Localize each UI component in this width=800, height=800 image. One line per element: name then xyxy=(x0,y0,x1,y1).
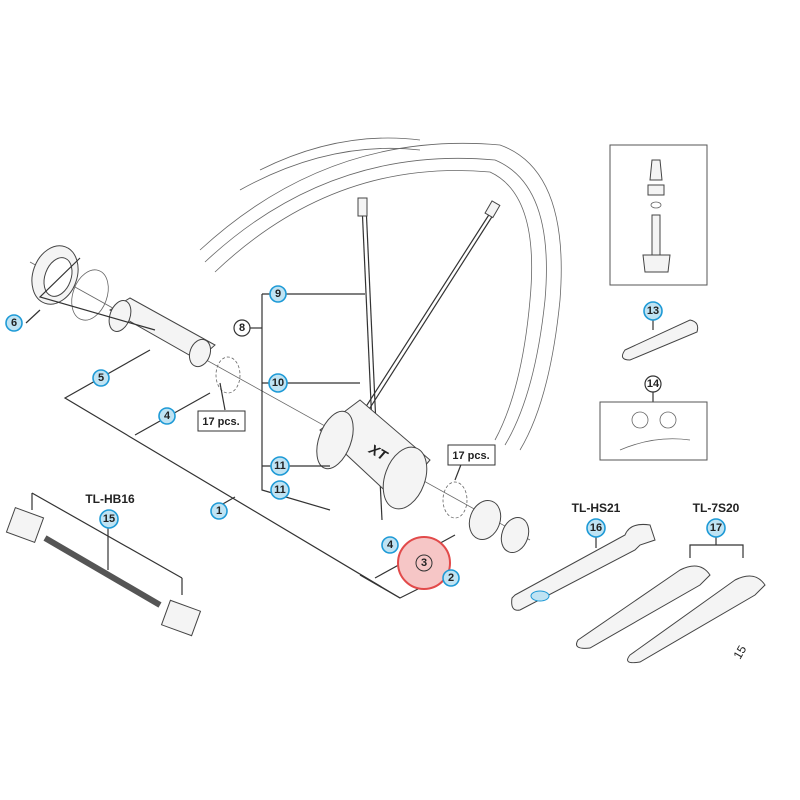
ball-bearings-left xyxy=(215,356,241,394)
callout-15[interactable]: 15 xyxy=(99,509,119,529)
lock-ring xyxy=(31,245,79,305)
callout-10[interactable]: 10 xyxy=(268,373,288,393)
callout-3[interactable] xyxy=(415,554,433,572)
wrench-size-highlight xyxy=(530,590,550,602)
callout-11b[interactable]: 11 xyxy=(270,480,290,500)
svg-text:4: 4 xyxy=(387,539,394,551)
callout-4a[interactable]: 4 xyxy=(158,407,176,425)
tool-tl-hs21 xyxy=(511,524,656,611)
svg-text:10: 10 xyxy=(272,377,284,389)
edge-page-number: 15 xyxy=(730,643,749,662)
callout-16[interactable]: 16 xyxy=(586,518,606,538)
callout-13[interactable]: 13 xyxy=(643,301,663,321)
ball-count-right: 17 pcs. xyxy=(452,450,489,462)
cone xyxy=(468,500,502,540)
ball-count-box-left xyxy=(197,410,246,432)
tool-tl-7s20 xyxy=(576,537,766,664)
callout-9[interactable]: 9 xyxy=(269,285,287,303)
ball-bearings-right xyxy=(442,481,468,519)
svg-text:1: 1 xyxy=(216,505,222,517)
svg-text:5: 5 xyxy=(98,372,104,384)
svg-text:13: 13 xyxy=(647,305,659,317)
tire-lever xyxy=(621,319,699,361)
hub-body: XT xyxy=(316,399,431,510)
callout-14[interactable]: 14 xyxy=(644,375,662,393)
tool-label-tl-hs21: TL-HS21 xyxy=(572,501,621,515)
svg-text:11: 11 xyxy=(274,460,286,472)
valve-kit-box xyxy=(609,144,708,286)
tool-label-tl-7s20: TL-7S20 xyxy=(693,501,740,515)
callout-4b[interactable]: 4 xyxy=(381,536,399,554)
ball-count-left: 17 pcs. xyxy=(202,416,239,428)
lock-nut xyxy=(500,517,530,553)
callout-2[interactable]: 2 xyxy=(442,569,460,587)
callout-1[interactable]: 1 xyxy=(210,502,228,520)
callout-3-highlight[interactable] xyxy=(397,536,451,590)
svg-text:6: 6 xyxy=(11,317,17,329)
svg-text:2: 2 xyxy=(448,572,454,584)
hub-axle xyxy=(108,297,216,368)
callout-5[interactable]: 5 xyxy=(92,369,110,387)
svg-text:14: 14 xyxy=(647,378,660,390)
svg-text:16: 16 xyxy=(590,522,602,534)
rim xyxy=(199,137,562,451)
svg-text:9: 9 xyxy=(275,288,281,300)
svg-text:15: 15 xyxy=(103,513,115,525)
callout-17[interactable]: 17 xyxy=(706,518,726,538)
tool-tl-hb16 xyxy=(5,492,202,637)
tool-label-tl-hb16: TL-HB16 xyxy=(85,492,135,506)
svg-text:17: 17 xyxy=(710,522,722,534)
ball-count-box-right xyxy=(447,444,496,466)
washer xyxy=(71,269,109,321)
svg-text:3: 3 xyxy=(421,557,427,569)
svg-text:8: 8 xyxy=(239,322,245,334)
patch-kit-box xyxy=(599,401,708,461)
svg-text:11: 11 xyxy=(274,484,286,496)
callout-11a[interactable]: 11 xyxy=(270,456,290,476)
svg-text:4: 4 xyxy=(164,410,171,422)
callout-6[interactable]: 6 xyxy=(5,314,23,332)
callout-8[interactable]: 8 xyxy=(233,319,251,337)
